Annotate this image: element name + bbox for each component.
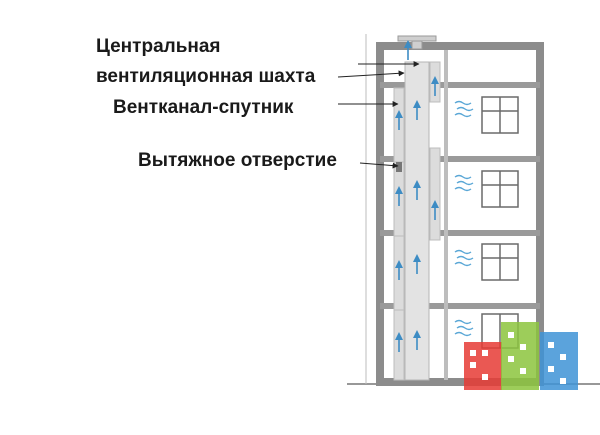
apartment-wall	[444, 50, 448, 380]
airflow-arrows	[395, 40, 439, 352]
building-walls	[376, 42, 544, 386]
leader-lines	[337, 61, 420, 169]
label-satellite-channel: Вентканал-спутник	[113, 97, 294, 118]
roof-cap	[397, 35, 437, 50]
building-blocks-logo	[464, 322, 578, 390]
label-central-shaft-line2: вентиляционная шахта	[96, 66, 316, 87]
label-central-shaft-line1: Центральная	[96, 36, 221, 57]
windows	[481, 96, 519, 349]
air-puffs	[454, 100, 474, 337]
label-exhaust-opening: Вытяжное отверстие	[138, 150, 337, 171]
floor-slabs	[380, 82, 540, 309]
exhaust-opening	[396, 162, 402, 172]
